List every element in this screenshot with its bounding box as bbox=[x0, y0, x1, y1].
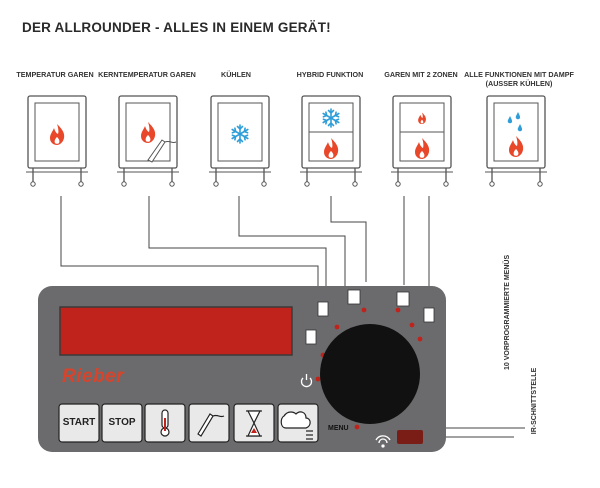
mode-label-temperatur: TEMPERATUR GAREN bbox=[16, 70, 94, 79]
steam-drops-icon bbox=[507, 112, 523, 132]
programs-annotation: 10 VORPROGRAMMIERTE MENÜS bbox=[504, 254, 511, 370]
mode-label-zwei-zonen: GAREN MIT 2 ZONEN bbox=[384, 70, 458, 79]
mode-label-kerntemperatur: KERNTEMPERATUR GAREN bbox=[98, 70, 196, 79]
control-panel bbox=[38, 286, 446, 452]
display-screen bbox=[59, 306, 293, 356]
thermometer-icon bbox=[160, 409, 170, 437]
ir-annotation: IR-SCHNITTSTELLE bbox=[531, 367, 538, 435]
cabinet-kuehlen bbox=[208, 95, 272, 187]
stop-button[interactable]: STOP bbox=[108, 417, 136, 428]
ir-window bbox=[397, 430, 423, 444]
mode-indicator-icons bbox=[305, 289, 435, 345]
power-icon bbox=[300, 374, 313, 388]
menu-knob bbox=[320, 324, 420, 424]
cabinet-kerntemperatur bbox=[116, 95, 180, 187]
brand-logo: Rieber bbox=[62, 366, 125, 387]
indicator-leds bbox=[315, 307, 423, 430]
mode-label-dampf: ALLE FUNKTIONEN MIT DAMPF (AUSSER KÜHLEN… bbox=[464, 70, 574, 88]
cabinet-zwei-zonen bbox=[390, 95, 454, 187]
steam-icon bbox=[280, 411, 313, 440]
cabinet-dampf bbox=[484, 95, 548, 187]
menu-label: MENU bbox=[328, 425, 349, 432]
mode-label-kuehlen: KÜHLEN bbox=[221, 70, 251, 79]
cabinet-hybrid bbox=[299, 95, 363, 187]
page-title: DER ALLROUNDER - ALLES IN EINEM GERÄT! bbox=[22, 20, 331, 35]
probe-icon bbox=[197, 413, 225, 437]
hourglass-icon bbox=[246, 410, 262, 437]
panel-buttons bbox=[58, 403, 319, 443]
start-button[interactable]: START bbox=[62, 417, 96, 428]
mode-label-hybrid: HYBRID FUNKTION bbox=[296, 70, 364, 79]
wifi-icon bbox=[375, 435, 391, 448]
cabinet-temperatur bbox=[25, 95, 89, 187]
